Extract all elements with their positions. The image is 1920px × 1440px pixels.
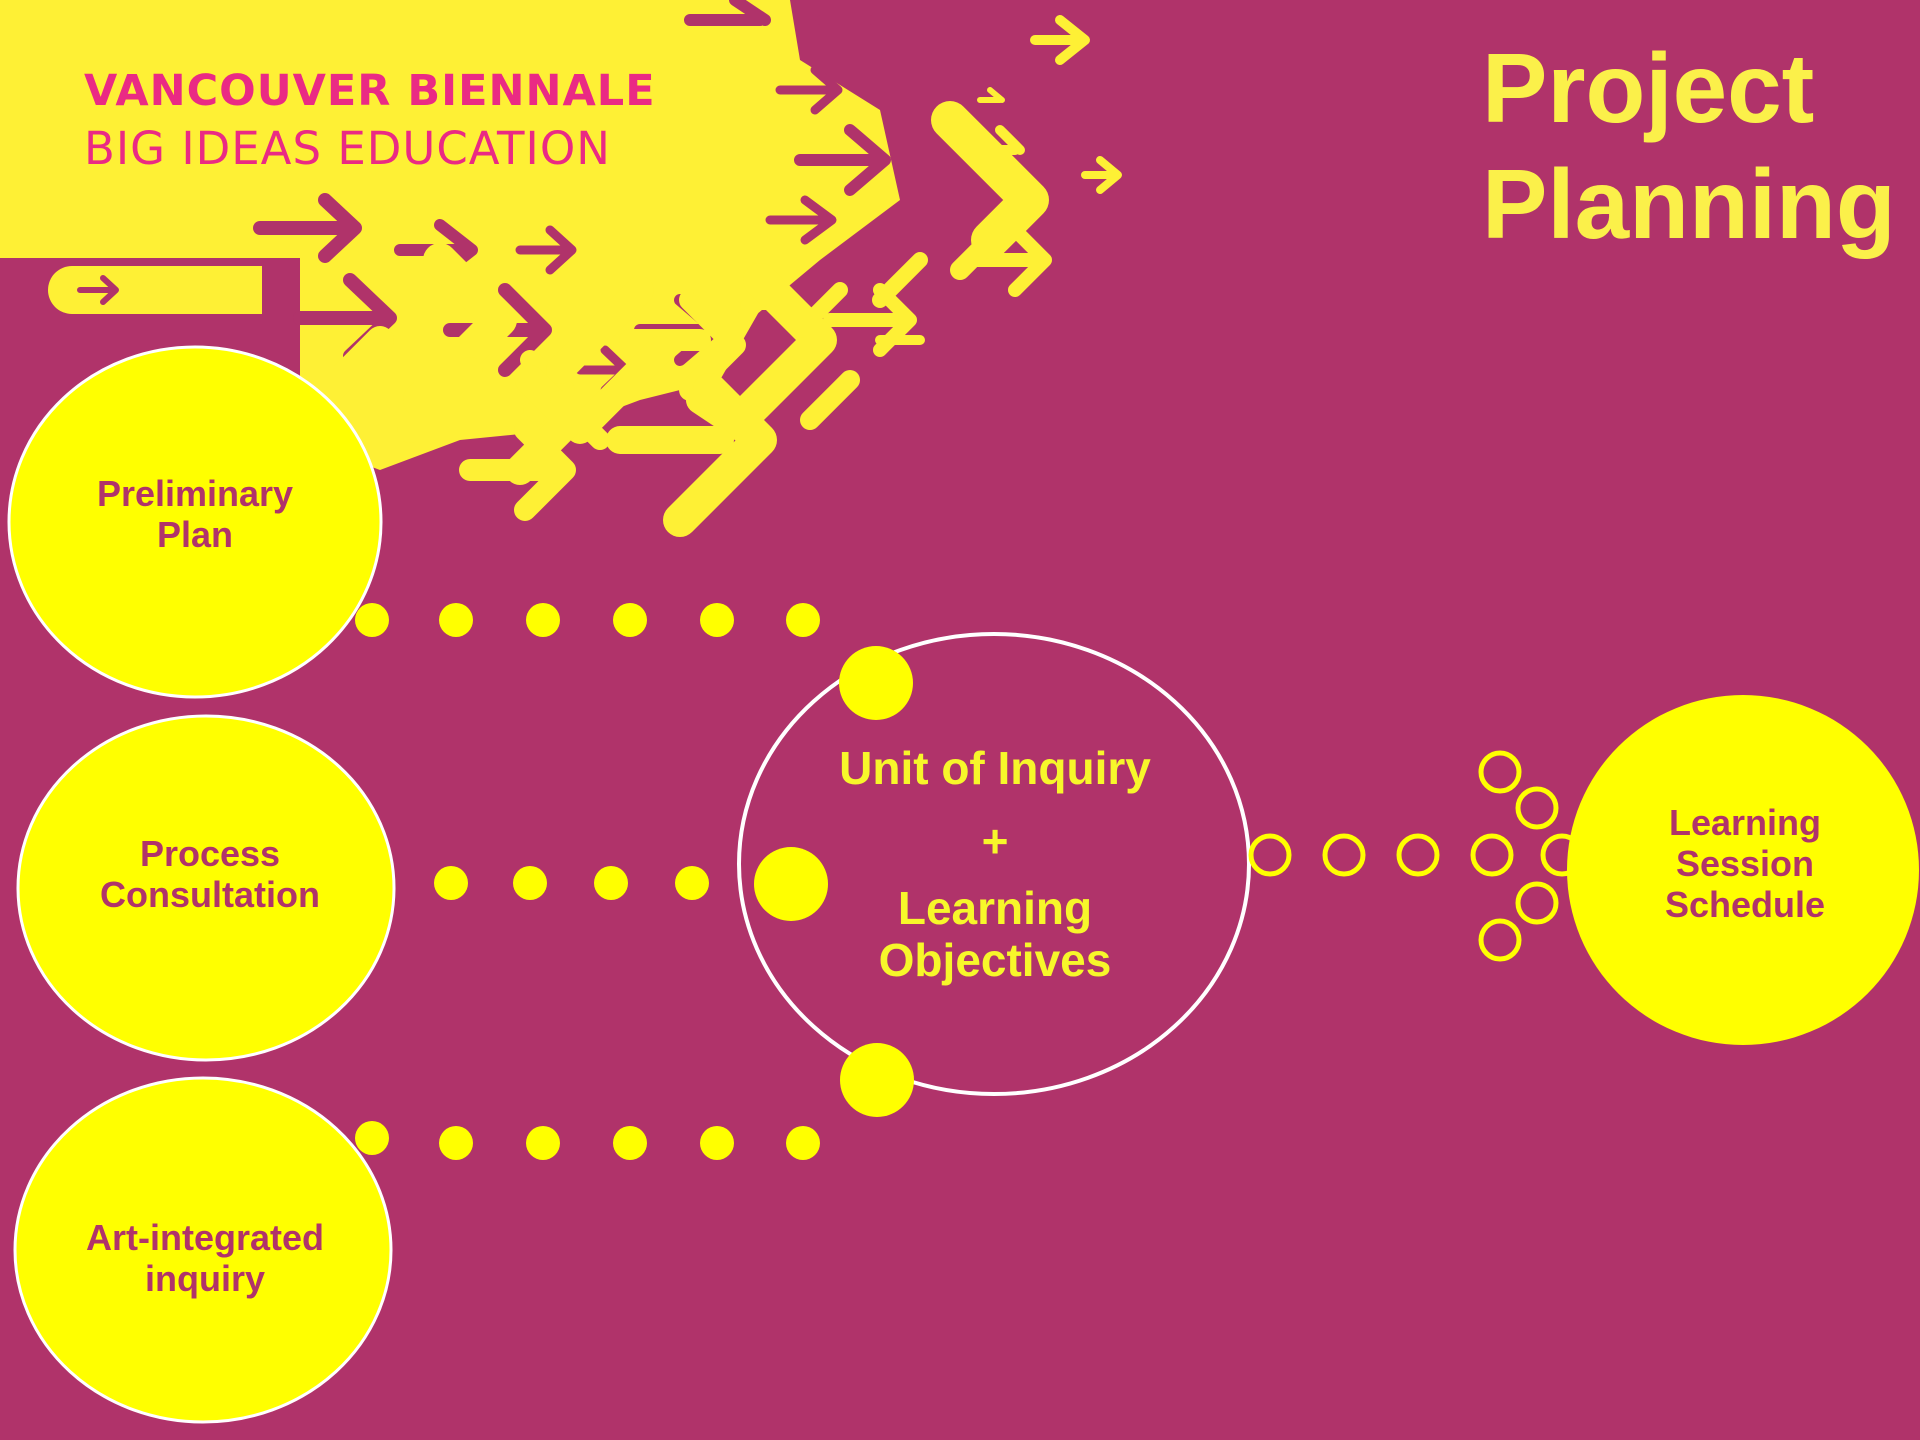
node-learning-objectives-label: Learning Objectives (878, 882, 1112, 986)
brand-program: BIG IDEAS EDUCATION (84, 122, 611, 175)
node-unit-of-inquiry-circle (737, 632, 1251, 1096)
node-art-integrated-inquiry-circle (13, 1076, 393, 1424)
node-plus-label: + (981, 815, 1009, 867)
node-process-consultation-label: Process Consultation (100, 833, 320, 915)
page-title-line2: Planning (1482, 149, 1896, 259)
center-attachment-dots (754, 646, 914, 1117)
node-art-integrated-inquiry-label: Art-integrated inquiry (85, 1217, 324, 1299)
node-process-consultation-circle (16, 714, 396, 1062)
page-title-line1: Project (1482, 33, 1815, 143)
brand-name: VANCOUVER BIENNALE (84, 66, 656, 116)
node-learning-session-schedule-label: Learning Session Schedule (1664, 802, 1826, 925)
arrow-pattern-yellow (306, 15, 1122, 537)
connector-dots-bottom (355, 1121, 820, 1160)
connector-dots-middle (434, 866, 709, 900)
node-preliminary-plan-circle (7, 345, 383, 699)
node-preliminary-plan-label: Preliminary Plan (96, 473, 294, 555)
connector-rings-right (1248, 750, 1584, 962)
page-title: Project Planning (1482, 30, 1896, 262)
node-unit-of-inquiry-label: Unit of Inquiry (839, 742, 1151, 794)
node-learning-session-schedule-circle (1567, 695, 1919, 1045)
connector-dots-top (355, 603, 820, 637)
